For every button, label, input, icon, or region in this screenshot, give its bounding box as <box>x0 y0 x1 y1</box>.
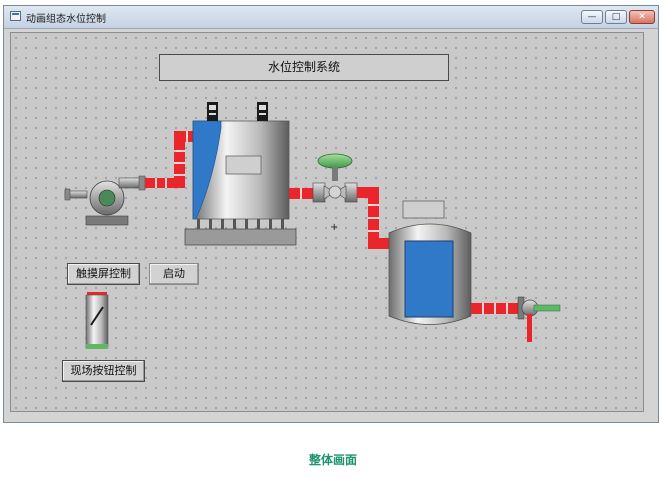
app-window: 动画组态水位控制 — □ ✕ 水位控制系统 <box>3 5 659 423</box>
title-bar: 动画组态水位控制 — □ ✕ <box>4 6 658 29</box>
figure-caption: 整体画面 <box>308 453 357 467</box>
secondary-tank <box>388 200 472 325</box>
level-sensor-1 <box>207 102 218 121</box>
inlet-pump <box>64 175 146 226</box>
system-title: 水位控制系统 <box>159 54 449 81</box>
secondary-tank-level-display <box>402 200 445 219</box>
start-button[interactable]: 启动 <box>149 263 199 285</box>
app-icon <box>10 11 21 21</box>
process-diagram <box>64 102 561 349</box>
outlet-pipe <box>289 188 313 199</box>
field-switch <box>85 292 109 349</box>
scada-canvas: 水位控制系统 <box>10 32 644 412</box>
discharge-pipe <box>471 303 519 314</box>
field-button-control-button[interactable]: 现场按钮控制 <box>62 360 145 382</box>
level-sensor-2 <box>257 102 268 121</box>
touch-control-button[interactable]: 触摸屏控制 <box>67 263 140 285</box>
window-title: 动画组态水位控制 <box>26 14 106 25</box>
main-tank <box>184 120 297 246</box>
main-tank-level-display <box>225 155 262 175</box>
control-valve <box>312 153 358 203</box>
transfer-pipe <box>357 187 390 249</box>
inlet-pipe <box>145 131 196 188</box>
close-button[interactable]: ✕ <box>629 10 655 24</box>
minimize-button[interactable]: — <box>581 10 603 24</box>
maximize-button[interactable]: □ <box>605 10 627 24</box>
discharge-valve <box>517 296 561 342</box>
crosshair-cursor: + <box>330 222 339 233</box>
